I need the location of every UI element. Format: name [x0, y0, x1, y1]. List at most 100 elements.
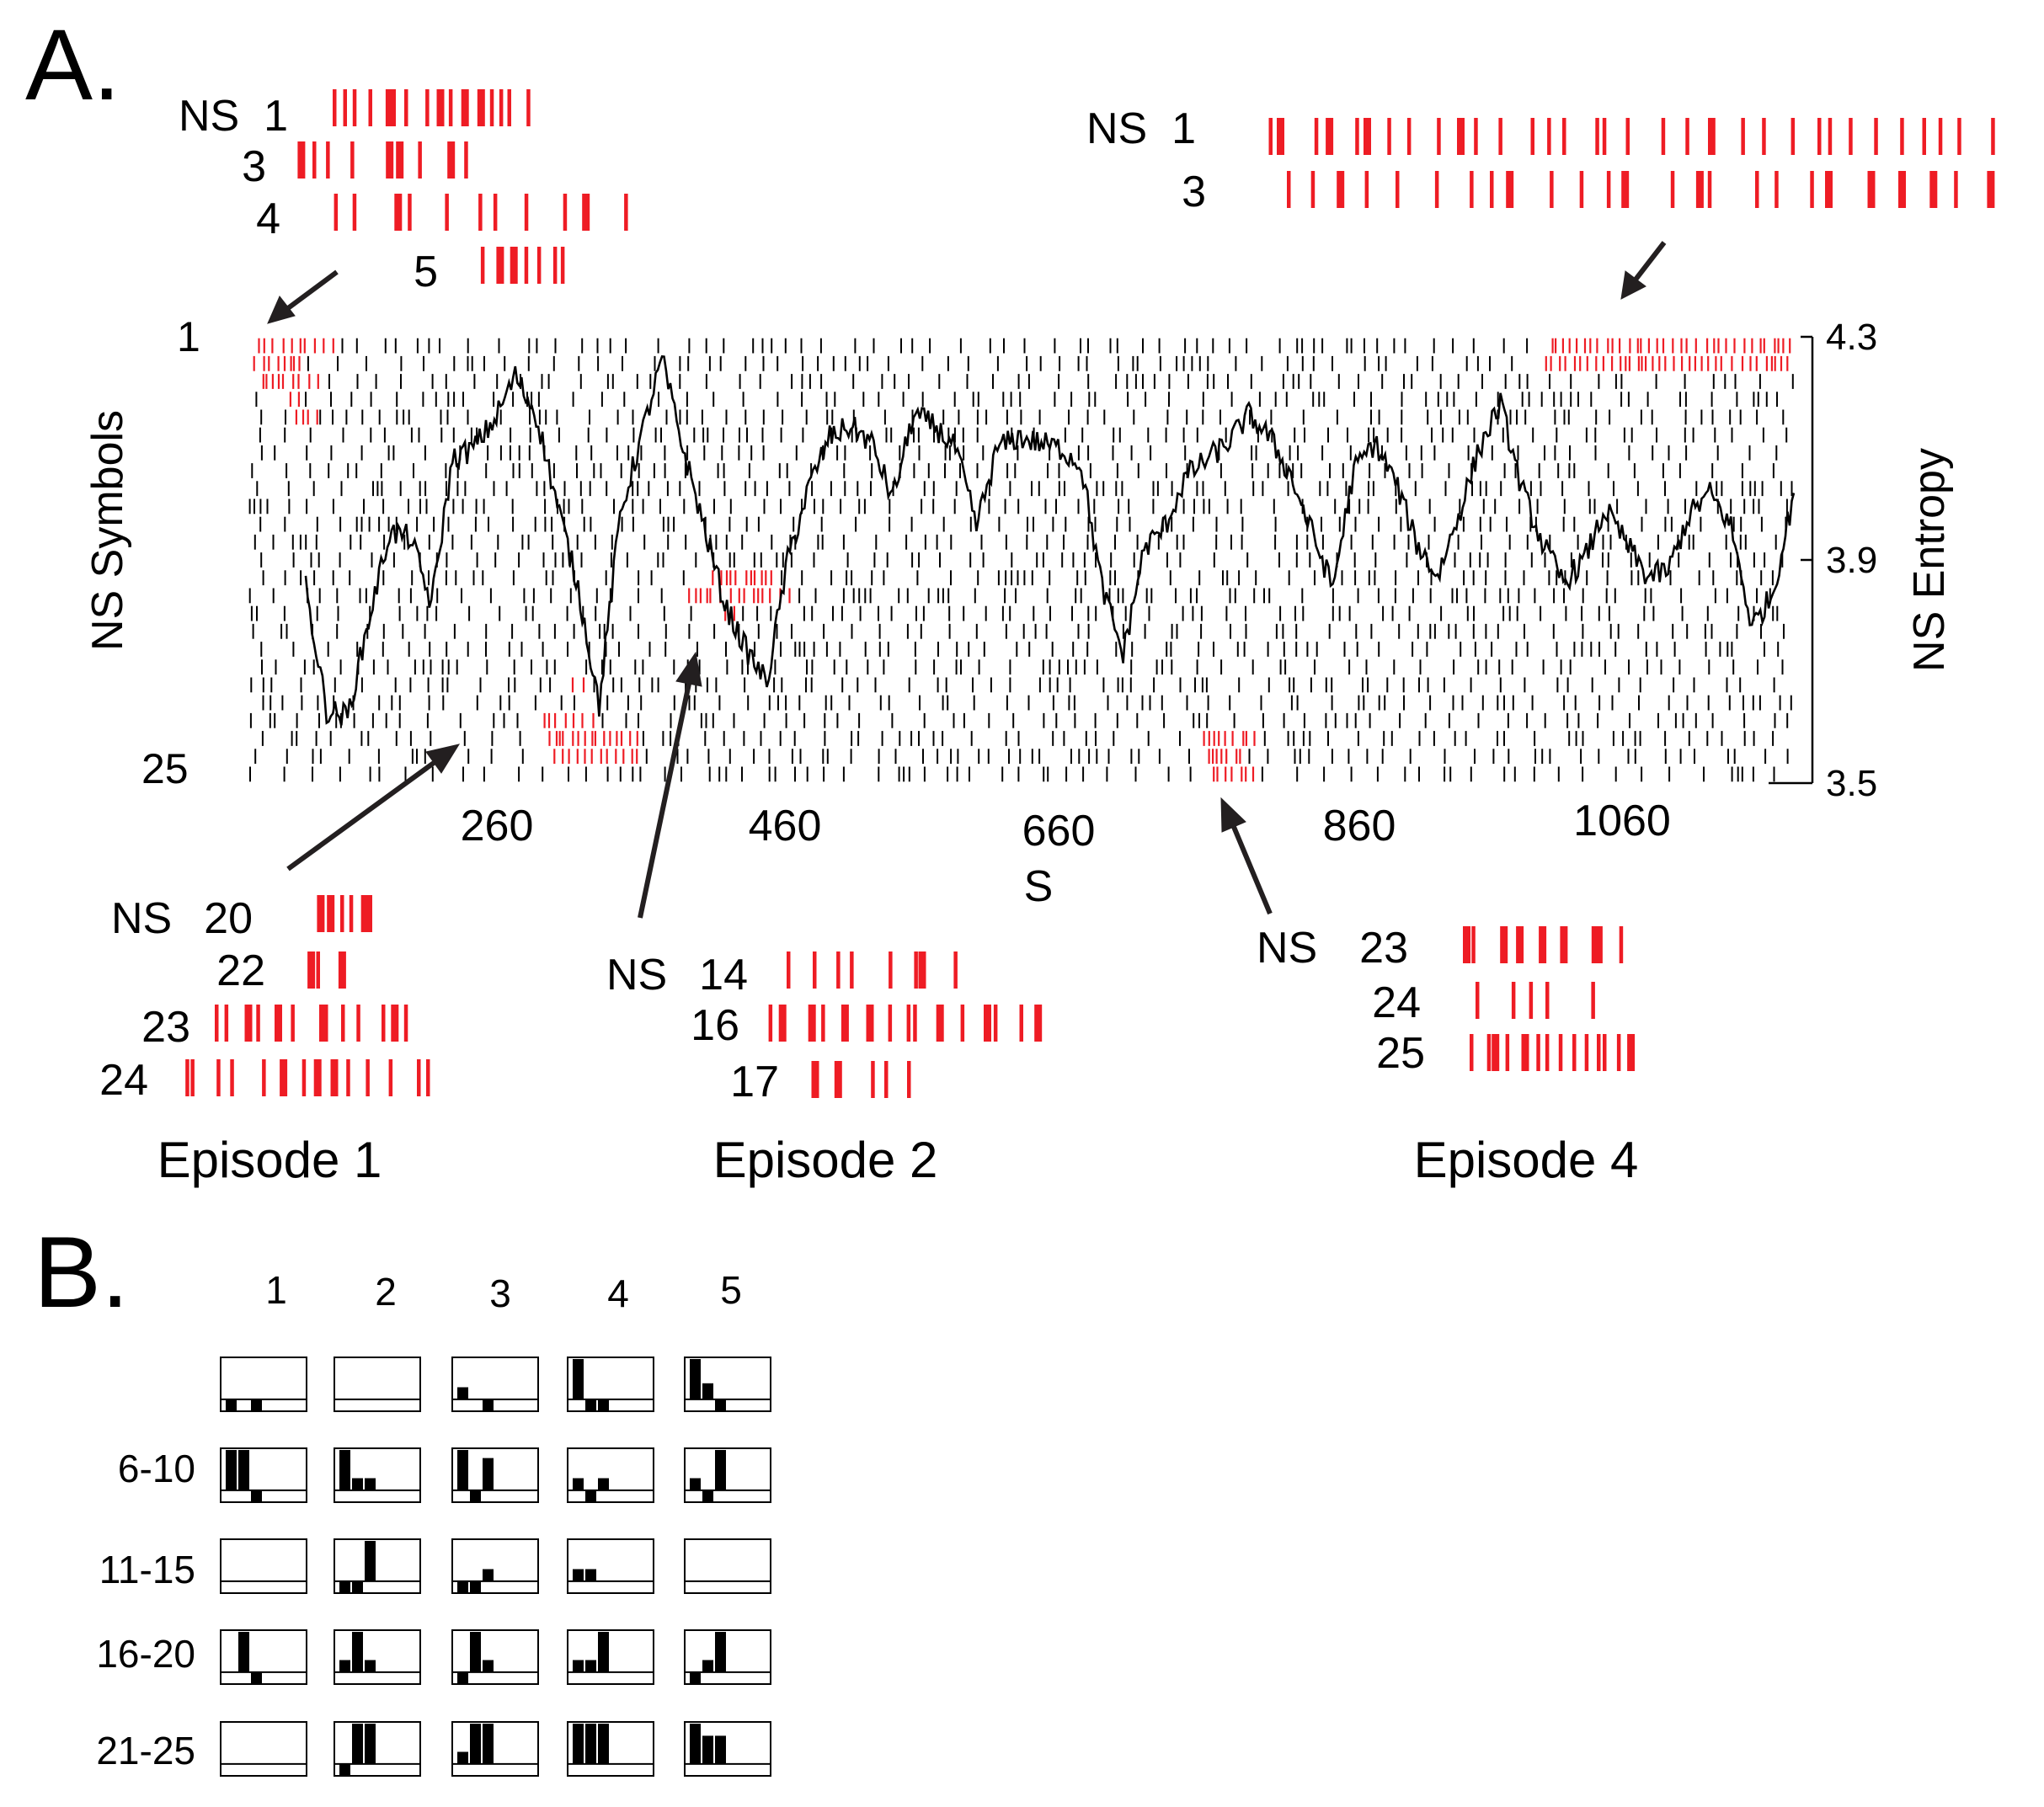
arrow-top-right	[1620, 241, 1667, 300]
inset-spike-tick	[403, 1005, 408, 1042]
inset-spike-tick	[836, 951, 841, 989]
inset-spike-tick	[1711, 118, 1716, 155]
arrow-top-left	[267, 269, 339, 324]
inset-spike-tick	[906, 1005, 911, 1042]
inset-spike-tick	[216, 1059, 221, 1096]
col-label: 3	[489, 1271, 511, 1315]
mini-bar	[238, 1632, 249, 1672]
inset-spike-tick	[436, 89, 445, 126]
inset-ns-prefix: NS	[1086, 104, 1147, 153]
mini-bar	[470, 1632, 481, 1672]
inset-spike-tick	[1545, 982, 1550, 1019]
row-label: 11-15	[99, 1548, 195, 1591]
inset-spike-tick	[461, 89, 469, 126]
inset-spike-tick	[884, 1061, 889, 1098]
inset-spike-tick	[297, 141, 306, 179]
inset-spike-tick	[1594, 926, 1603, 963]
mini-bar	[702, 1735, 713, 1764]
inset-spike-tick	[1602, 118, 1607, 155]
inset-spike-tick	[291, 1005, 295, 1042]
inset-spike-tick	[1572, 1034, 1577, 1071]
inset-spike-tick	[302, 1059, 307, 1096]
inset-spike-tick	[1545, 1034, 1550, 1071]
inset-spike-tick	[1584, 1034, 1589, 1071]
inset-spike-tick	[489, 89, 494, 126]
mini-plot-frame	[684, 1447, 771, 1503]
inset-spike-tick	[307, 951, 316, 989]
inset-spike-tick	[1511, 982, 1516, 1019]
mini-bar	[457, 1671, 468, 1683]
inset-spike-tick	[1597, 1034, 1601, 1071]
inset-spike-ticks	[185, 89, 1995, 1098]
x-tick-260: 260	[461, 802, 534, 850]
inset-spike-tick	[343, 89, 347, 126]
inset-spike-tick	[1616, 1034, 1621, 1071]
inset-row-label: 17	[730, 1058, 779, 1106]
inset-spike-tick	[326, 141, 330, 179]
inset-spike-tick	[392, 89, 396, 126]
inset-spike-tick	[1661, 118, 1666, 155]
inset-spike-tick	[1547, 118, 1551, 155]
ns-symbol-raster	[248, 338, 1794, 782]
inset-spike-tick	[316, 951, 320, 989]
inset-spike-tick	[275, 1005, 282, 1042]
col-label: 1	[265, 1268, 287, 1312]
mini-bar	[702, 1383, 713, 1399]
mini-bar	[598, 1632, 609, 1672]
inset-spike-tick	[808, 1005, 816, 1042]
right-entropy-axis	[1769, 335, 1814, 785]
inset-episode-2: NS 14 16 17 Episode 2	[606, 951, 937, 1188]
entropy-line	[304, 354, 1796, 726]
mini-bar	[483, 1660, 494, 1672]
inset-spike-tick	[787, 951, 791, 989]
inset-spike-tick	[352, 194, 357, 231]
inset-spike-tick	[477, 89, 485, 126]
inset-spike-tick	[1685, 118, 1689, 155]
inset-spike-tick	[1695, 171, 1704, 208]
inset-spike-tick	[1849, 118, 1853, 155]
inset-spike-tick	[1277, 118, 1284, 155]
inset-spike-tick	[1579, 171, 1584, 208]
mini-bar	[690, 1724, 701, 1764]
inset-spike-tick	[510, 247, 518, 284]
mini-plot-frame	[220, 1538, 307, 1594]
inset-spike-tick	[1434, 171, 1439, 208]
inset-spike-tick	[811, 1061, 819, 1098]
mini-bar	[470, 1580, 481, 1592]
mini-bar	[251, 1490, 262, 1501]
inset-spike-tick	[1470, 1034, 1474, 1071]
inset-spike-tick	[536, 247, 542, 284]
inset-spike-tick	[1314, 118, 1319, 155]
inset-ns-prefix: NS	[606, 951, 667, 999]
inset-spike-tick	[1268, 118, 1273, 155]
inset-spike-tick	[841, 1005, 849, 1042]
mini-plot-frame	[567, 1447, 654, 1503]
inset-spike-tick	[624, 194, 628, 231]
inset-spike-tick	[215, 1005, 219, 1042]
mini-bar	[598, 1478, 609, 1490]
inset-spike-tick	[1498, 118, 1502, 155]
mini-plot-frame	[451, 1721, 539, 1777]
mini-plot-frame	[684, 1538, 771, 1594]
col-label: 5	[720, 1268, 742, 1312]
inset-spike-tick	[394, 194, 403, 231]
inset-spike-tick	[1707, 171, 1712, 208]
mini-bar	[457, 1580, 468, 1592]
inset-spike-tick	[313, 1059, 322, 1096]
inset-spike-tick	[1625, 118, 1630, 155]
inset-spike-tick	[1355, 118, 1359, 155]
inset-spike-tick	[464, 141, 468, 179]
col-label: 4	[607, 1271, 629, 1315]
inset-spike-tick	[1900, 118, 1904, 155]
inset-spike-tick	[404, 89, 408, 126]
inset-spike-tick	[244, 1005, 253, 1042]
inset-spike-tick	[1550, 171, 1554, 208]
inset-spike-tick	[330, 1059, 339, 1096]
mini-bar	[339, 1450, 350, 1490]
mini-plot-frame	[451, 1357, 539, 1412]
inset-spike-tick	[1539, 926, 1547, 963]
inset-row-label: 23	[141, 1003, 190, 1052]
inset-spike-tick	[1490, 171, 1494, 208]
inset-spike-tick	[280, 1059, 288, 1096]
inset-spike-tick	[1463, 926, 1470, 963]
